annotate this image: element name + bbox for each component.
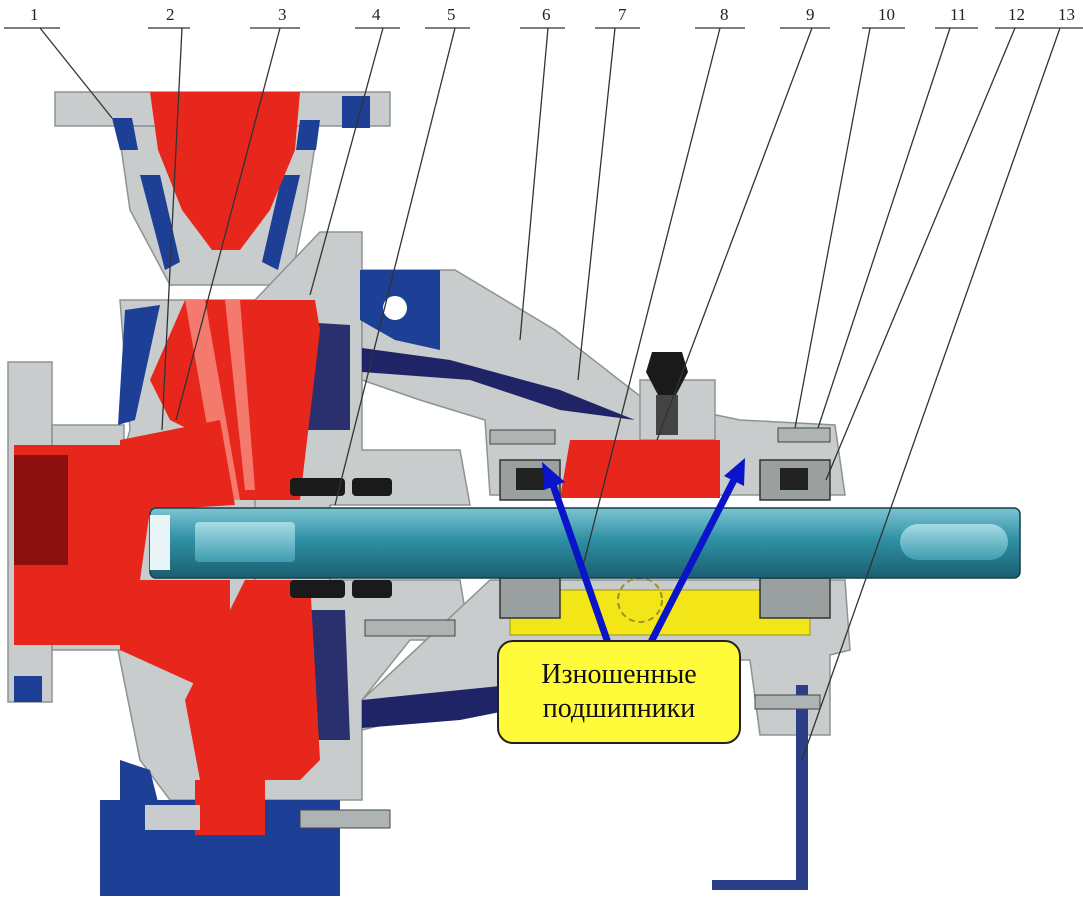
part-number-12: 12 xyxy=(1008,5,1025,24)
worn-bearings-callout: Изношенные подшипники xyxy=(497,640,741,744)
part-number-2: 2 xyxy=(166,5,175,24)
part-leaders xyxy=(4,27,1083,761)
callout-line-1: Изношенные xyxy=(541,659,697,690)
arrow-left-bearing xyxy=(548,478,611,644)
part-number-8: 8 xyxy=(720,5,729,24)
impeller-red-components xyxy=(14,92,720,835)
worn-bearing-arrows xyxy=(542,458,745,644)
arrow-right-bearing xyxy=(648,474,739,644)
part-number-3: 3 xyxy=(278,5,287,24)
part-number-5: 5 xyxy=(447,5,456,24)
pump-shaft xyxy=(149,507,1021,579)
part-number-13: 13 xyxy=(1058,5,1075,24)
part-numbers: 1 2 3 4 5 6 7 8 9 10 11 12 13 xyxy=(30,5,1075,24)
part-number-7: 7 xyxy=(618,5,627,24)
arrow-right-head xyxy=(724,458,745,486)
part-number-6: 6 xyxy=(542,5,551,24)
seal-and-bearings xyxy=(290,352,831,829)
arrow-left-head xyxy=(542,462,565,490)
part-number-1: 1 xyxy=(30,5,39,24)
part-number-11: 11 xyxy=(950,5,966,24)
part-number-9: 9 xyxy=(806,5,815,24)
part-number-10: 10 xyxy=(878,5,895,24)
part-number-4: 4 xyxy=(372,5,381,24)
callout-line-2: подшипники xyxy=(542,693,696,724)
